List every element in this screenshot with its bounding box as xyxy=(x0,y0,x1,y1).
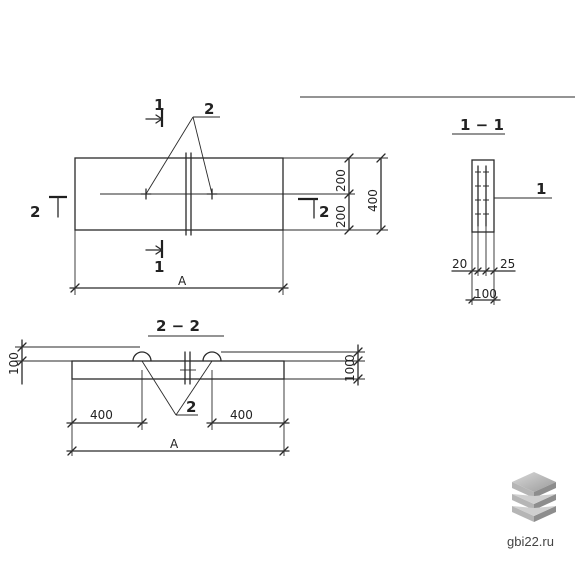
elevation-dim-loop-right: 0 xyxy=(343,354,357,362)
cut-label-1-bottom: 1 xyxy=(154,258,164,276)
plan-view: 2 1 1 2 2 200 200 400 A xyxy=(30,96,388,295)
elevation-slab xyxy=(71,360,285,380)
elevation-dim-400-ticks xyxy=(67,418,289,428)
section-rebar-ties xyxy=(475,171,489,215)
elevation-view: 2 − 2 2 100 0 100 xyxy=(7,317,365,456)
elevation-dim-100-right: 100 xyxy=(343,359,357,382)
cut-label-1-top: 1 xyxy=(154,96,164,114)
elevation-dim-400-left: 400 xyxy=(90,408,113,422)
section-1-1-view: 1 − 1 1 20 25 100 xyxy=(451,116,552,305)
elevation-leader-2 xyxy=(175,360,213,416)
stack-logo-icon xyxy=(512,472,556,522)
section-dim-total-ticks xyxy=(468,296,498,304)
plan-dim-200-top: 200 xyxy=(334,169,348,192)
site-label[interactable]: gbi22.ru xyxy=(507,534,554,549)
section-dim-100: 100 xyxy=(474,287,497,301)
plan-dim-400-ticks xyxy=(376,153,386,235)
cut-label-2-right: 2 xyxy=(319,203,329,221)
cut-arrowhead-1-top xyxy=(155,114,164,124)
elevation-left-dim-ticks xyxy=(17,342,27,366)
cut-arrowhead-1-bottom xyxy=(155,245,164,255)
elevation-dim-A-ticks xyxy=(67,446,289,456)
cut-label-2-left: 2 xyxy=(30,203,40,221)
plan-dim-ticks xyxy=(344,153,354,235)
elevation-loop-callout: 2 xyxy=(186,398,196,416)
elevation-dim-100-left: 100 xyxy=(7,352,21,375)
plan-loop-callout: 2 xyxy=(204,100,214,118)
section-slab xyxy=(471,159,495,233)
plan-dim-400: 400 xyxy=(366,189,380,212)
plan-dim-A: A xyxy=(178,274,187,288)
plan-dim-200-bottom: 200 xyxy=(334,205,348,228)
elevation-leader-1 xyxy=(141,360,177,416)
elevation-dim-400-right: 400 xyxy=(230,408,253,422)
section-callout: 1 xyxy=(536,180,546,198)
elevation-loop-left xyxy=(132,351,152,362)
plan-dim-A-ticks xyxy=(70,283,288,293)
section-1-1-title: 1 − 1 xyxy=(460,116,504,134)
section-2-2-title: 2 − 2 xyxy=(156,317,200,335)
elevation-right-dim-ticks xyxy=(353,347,363,384)
elevation-dim-A: A xyxy=(170,437,179,451)
plan-leader-1 xyxy=(145,116,194,195)
section-dim-20: 20 xyxy=(452,257,467,271)
plan-leader-2 xyxy=(192,116,213,195)
elevation-loop-right xyxy=(202,351,222,362)
section-dim-ticks xyxy=(468,267,498,275)
section-dim-25: 25 xyxy=(500,257,515,271)
